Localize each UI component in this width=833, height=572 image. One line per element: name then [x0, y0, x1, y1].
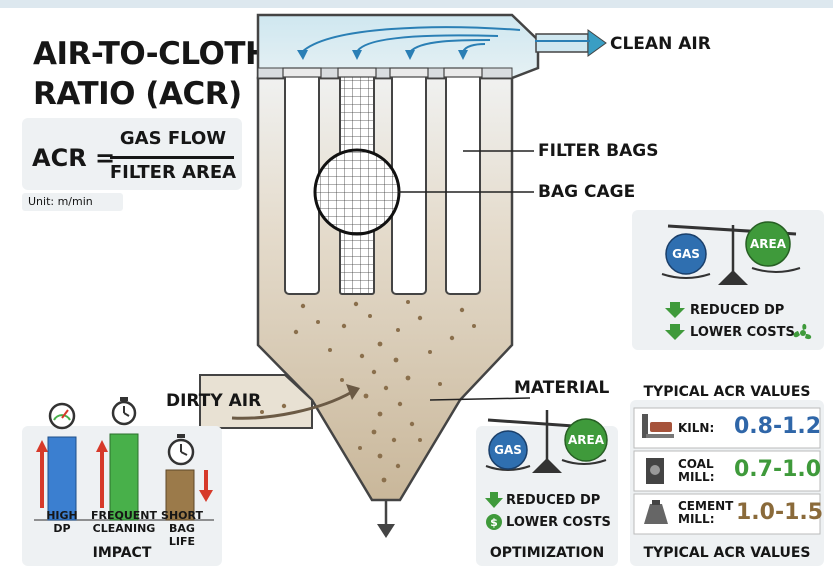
formula-numerator: GAS FLOW [119, 128, 227, 149]
impact-label-frequent-cleaning: FREQUENT CLEANING [90, 509, 157, 535]
dollar-icon: $ [486, 514, 502, 530]
gauge-icon [48, 402, 76, 430]
opt-lower-costs: LOWER COSTS [506, 515, 611, 530]
typical-title: TYPICAL ACR VALUES [643, 384, 811, 400]
impact-bar-short-bag-life [165, 469, 195, 521]
cement-mill-value: 1.0-1.5 [736, 500, 824, 525]
bag-cage-label: BAG CAGE [538, 182, 636, 202]
timer-icon [167, 434, 195, 466]
impact-title: IMPACT [92, 545, 152, 561]
fan-icon [793, 323, 812, 340]
unit-label: Unit: m/min [22, 193, 123, 211]
stopwatch-icon [111, 397, 137, 426]
discharge-arrow [377, 524, 395, 538]
cement-mill-icon [644, 500, 668, 524]
formula-denominator: FILTER AREA [109, 162, 237, 183]
material-label: MATERIAL [514, 378, 610, 398]
area-circle-bottom [564, 418, 608, 462]
down-arrows-top [665, 302, 685, 340]
gas-circle-bottom [488, 430, 528, 470]
cement-mill-name: CEMENT MILL: [678, 499, 734, 526]
down-arrow-bottom [485, 492, 503, 508]
filter-bags-label: FILTER BAGS [538, 141, 659, 161]
impact-label-short-bag-life: SHORT BAG LIFE [161, 509, 203, 548]
impact-bar-frequent-cleaning [109, 433, 139, 521]
row-coal-mill [633, 450, 821, 492]
balance-scale-bottom [485, 410, 608, 473]
leader-lines [398, 150, 534, 401]
coal-mill-icon [646, 458, 664, 484]
dirty-air-label: DIRTY AIR [166, 391, 262, 411]
optimization-title: OPTIMIZATION [489, 545, 605, 561]
clean-air-arrow [587, 29, 607, 57]
balance-scale-top [661, 221, 801, 285]
coal-mill-name: COAL MILL: [678, 457, 715, 484]
area-label-top: AREA [750, 237, 787, 251]
typical-footer: TYPICAL ACR VALUES [643, 545, 811, 561]
impact-bar-high-dp [47, 436, 77, 521]
impact-label-high-dp: HIGH DP [46, 509, 78, 535]
dust-particles [260, 300, 476, 483]
formula-box [22, 118, 242, 190]
dirty-air-arrow [231, 390, 353, 420]
page-title: AIR-TO-CLOTH RATIO (ACR) [33, 34, 271, 114]
gas-label-bottom: GAS [494, 443, 522, 457]
gas-circle-top [665, 233, 707, 275]
gas-label-top: GAS [672, 247, 700, 261]
top-band [0, 0, 833, 8]
coal-mill-value: 0.7-1.0 [734, 457, 822, 482]
svg-text:$: $ [490, 516, 498, 529]
kiln-icon [642, 414, 674, 438]
area-label-bottom: AREA [568, 433, 605, 447]
fraction-bar [110, 156, 234, 159]
top-reduced-dp: REDUCED DP [690, 303, 785, 318]
title-line-1: AIR-TO-CLOTH [33, 36, 271, 72]
formula-lhs: ACR = [32, 144, 116, 172]
area-circle-top [745, 221, 791, 267]
title-line-2: RATIO (ACR) [33, 76, 242, 112]
clean-flow-arrows [301, 26, 590, 53]
tube-sheet [257, 67, 513, 79]
opt-reduced-dp: REDUCED DP [506, 493, 601, 508]
clean-air-label: CLEAN AIR [610, 34, 711, 54]
top-lower-costs: LOWER COSTS [690, 325, 795, 340]
red-arrows [36, 440, 213, 508]
kiln-value: 0.8-1.2 [734, 414, 822, 439]
kiln-name: KILN: [678, 421, 715, 435]
